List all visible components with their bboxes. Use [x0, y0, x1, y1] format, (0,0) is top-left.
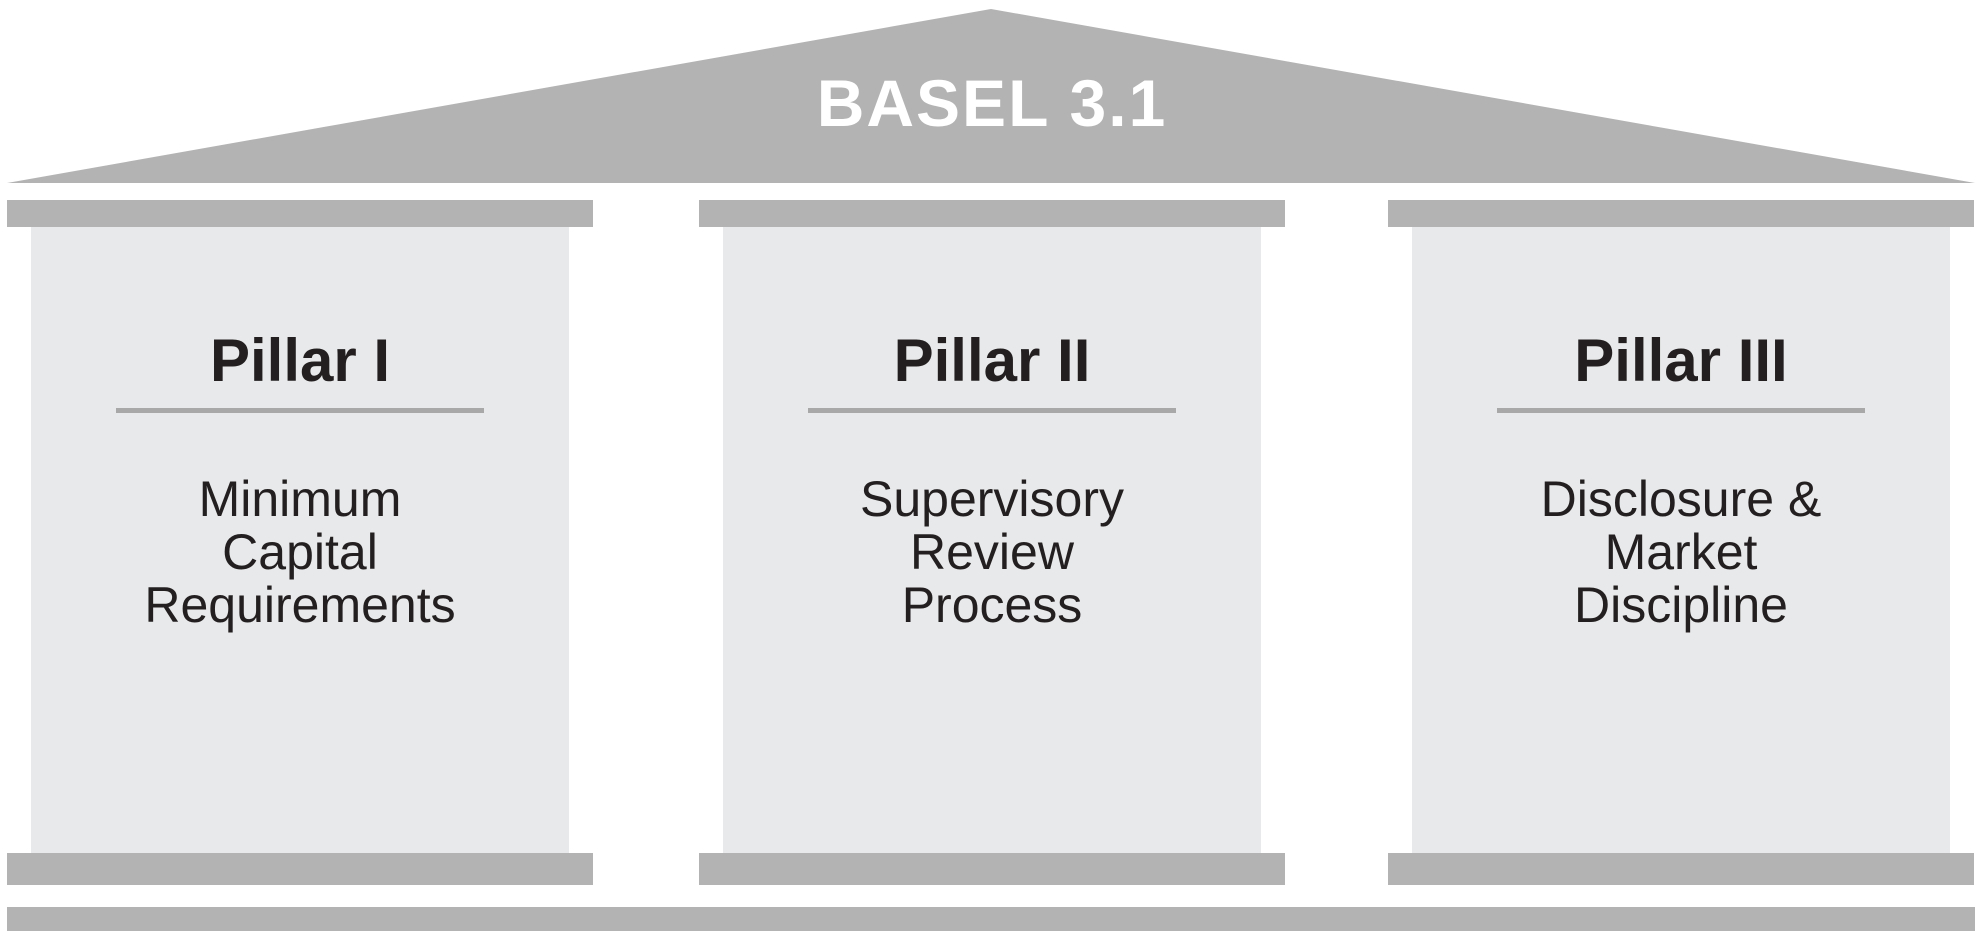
- pillar-2-shaft: Pillar II Supervisory Review Process: [723, 227, 1261, 853]
- pillar-3-shaft: Pillar III Disclosure & Market Disciplin…: [1412, 227, 1950, 853]
- pillar-1-title: Pillar I: [209, 327, 391, 394]
- pillar-1: Pillar I Minimum Capital Requirements: [7, 200, 593, 886]
- pillar-3-capital: [1388, 200, 1974, 227]
- pillar-1-base: [7, 853, 593, 885]
- pillar-3: Pillar III Disclosure & Market Disciplin…: [1388, 200, 1974, 886]
- roof-triangle: [7, 9, 1975, 183]
- pillar-3-description: Disclosure & Market Discipline: [1540, 471, 1822, 633]
- pillar-2-title: Pillar II: [893, 327, 1091, 394]
- pillar-3-base: [1388, 853, 1974, 885]
- pillar-2: Pillar II Supervisory Review Process: [699, 200, 1285, 886]
- pillar-2-capital: [699, 200, 1285, 227]
- ground-bar: [7, 907, 1975, 931]
- pillar-1-underline: [116, 408, 484, 413]
- pillar-1-description: Minimum Capital Requirements: [144, 471, 456, 633]
- pillar-3-underline: [1497, 408, 1865, 413]
- pillar-3-title: Pillar III: [1574, 327, 1788, 394]
- pillar-2-description: Supervisory Review Process: [860, 471, 1124, 633]
- pillar-1-shaft: Pillar I Minimum Capital Requirements: [31, 227, 569, 853]
- pillar-2-base: [699, 853, 1285, 885]
- pillar-1-capital: [7, 200, 593, 227]
- pillar-2-underline: [808, 408, 1176, 413]
- roof-title: BASEL 3.1: [816, 66, 1168, 140]
